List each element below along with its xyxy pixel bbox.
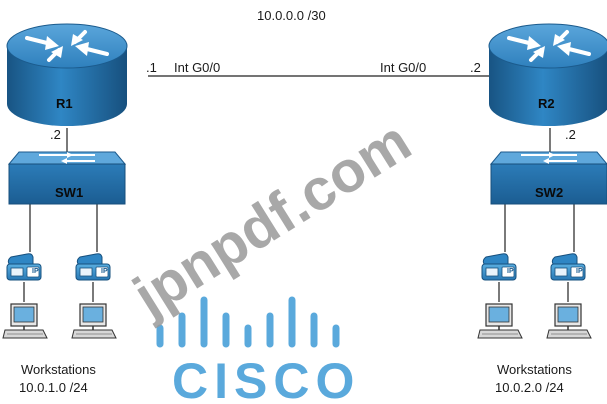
watermark-text: jpnpdf.com <box>122 108 422 329</box>
router-label-r2: R2 <box>538 96 555 111</box>
r2-lan-ip: .2 <box>565 127 576 142</box>
workstation-icon <box>546 303 592 339</box>
workstation-icon <box>71 303 117 339</box>
ip-phone-icon <box>75 253 111 281</box>
left-lan-subnet: 10.0.1.0 /24 <box>19 380 88 395</box>
workstation-icon <box>477 303 523 339</box>
r2-wan-interface: Int G0/0 <box>380 60 426 75</box>
cisco-logo-text: CISCO <box>172 353 360 404</box>
phone-badge: IP <box>507 268 514 275</box>
phone-badge: IP <box>576 268 583 275</box>
router-label-r1: R1 <box>56 96 73 111</box>
workstation-icon <box>2 303 48 339</box>
ip-phone-icon <box>481 253 517 281</box>
right-workstations-label: Workstations <box>497 362 572 377</box>
left-workstations-label: Workstations <box>21 362 96 377</box>
ip-phone-icon <box>550 253 586 281</box>
r1-lan-ip: .2 <box>50 127 61 142</box>
wan-subnet-label: 10.0.0.0 /30 <box>257 8 326 23</box>
r2-wan-ip: .2 <box>470 60 481 75</box>
switch-label-sw2: SW2 <box>535 185 563 200</box>
switch-label-sw1: SW1 <box>55 185 83 200</box>
cisco-logo: CISCO <box>156 296 360 404</box>
cisco-bridge-icon <box>156 296 340 348</box>
phone-badge: IP <box>32 268 39 275</box>
phone-badge: IP <box>101 268 108 275</box>
r1-wan-interface: Int G0/0 <box>174 60 220 75</box>
right-lan-subnet: 10.0.2.0 /24 <box>495 380 564 395</box>
ip-phone-icon <box>6 253 42 281</box>
r1-wan-ip: .1 <box>146 60 157 75</box>
